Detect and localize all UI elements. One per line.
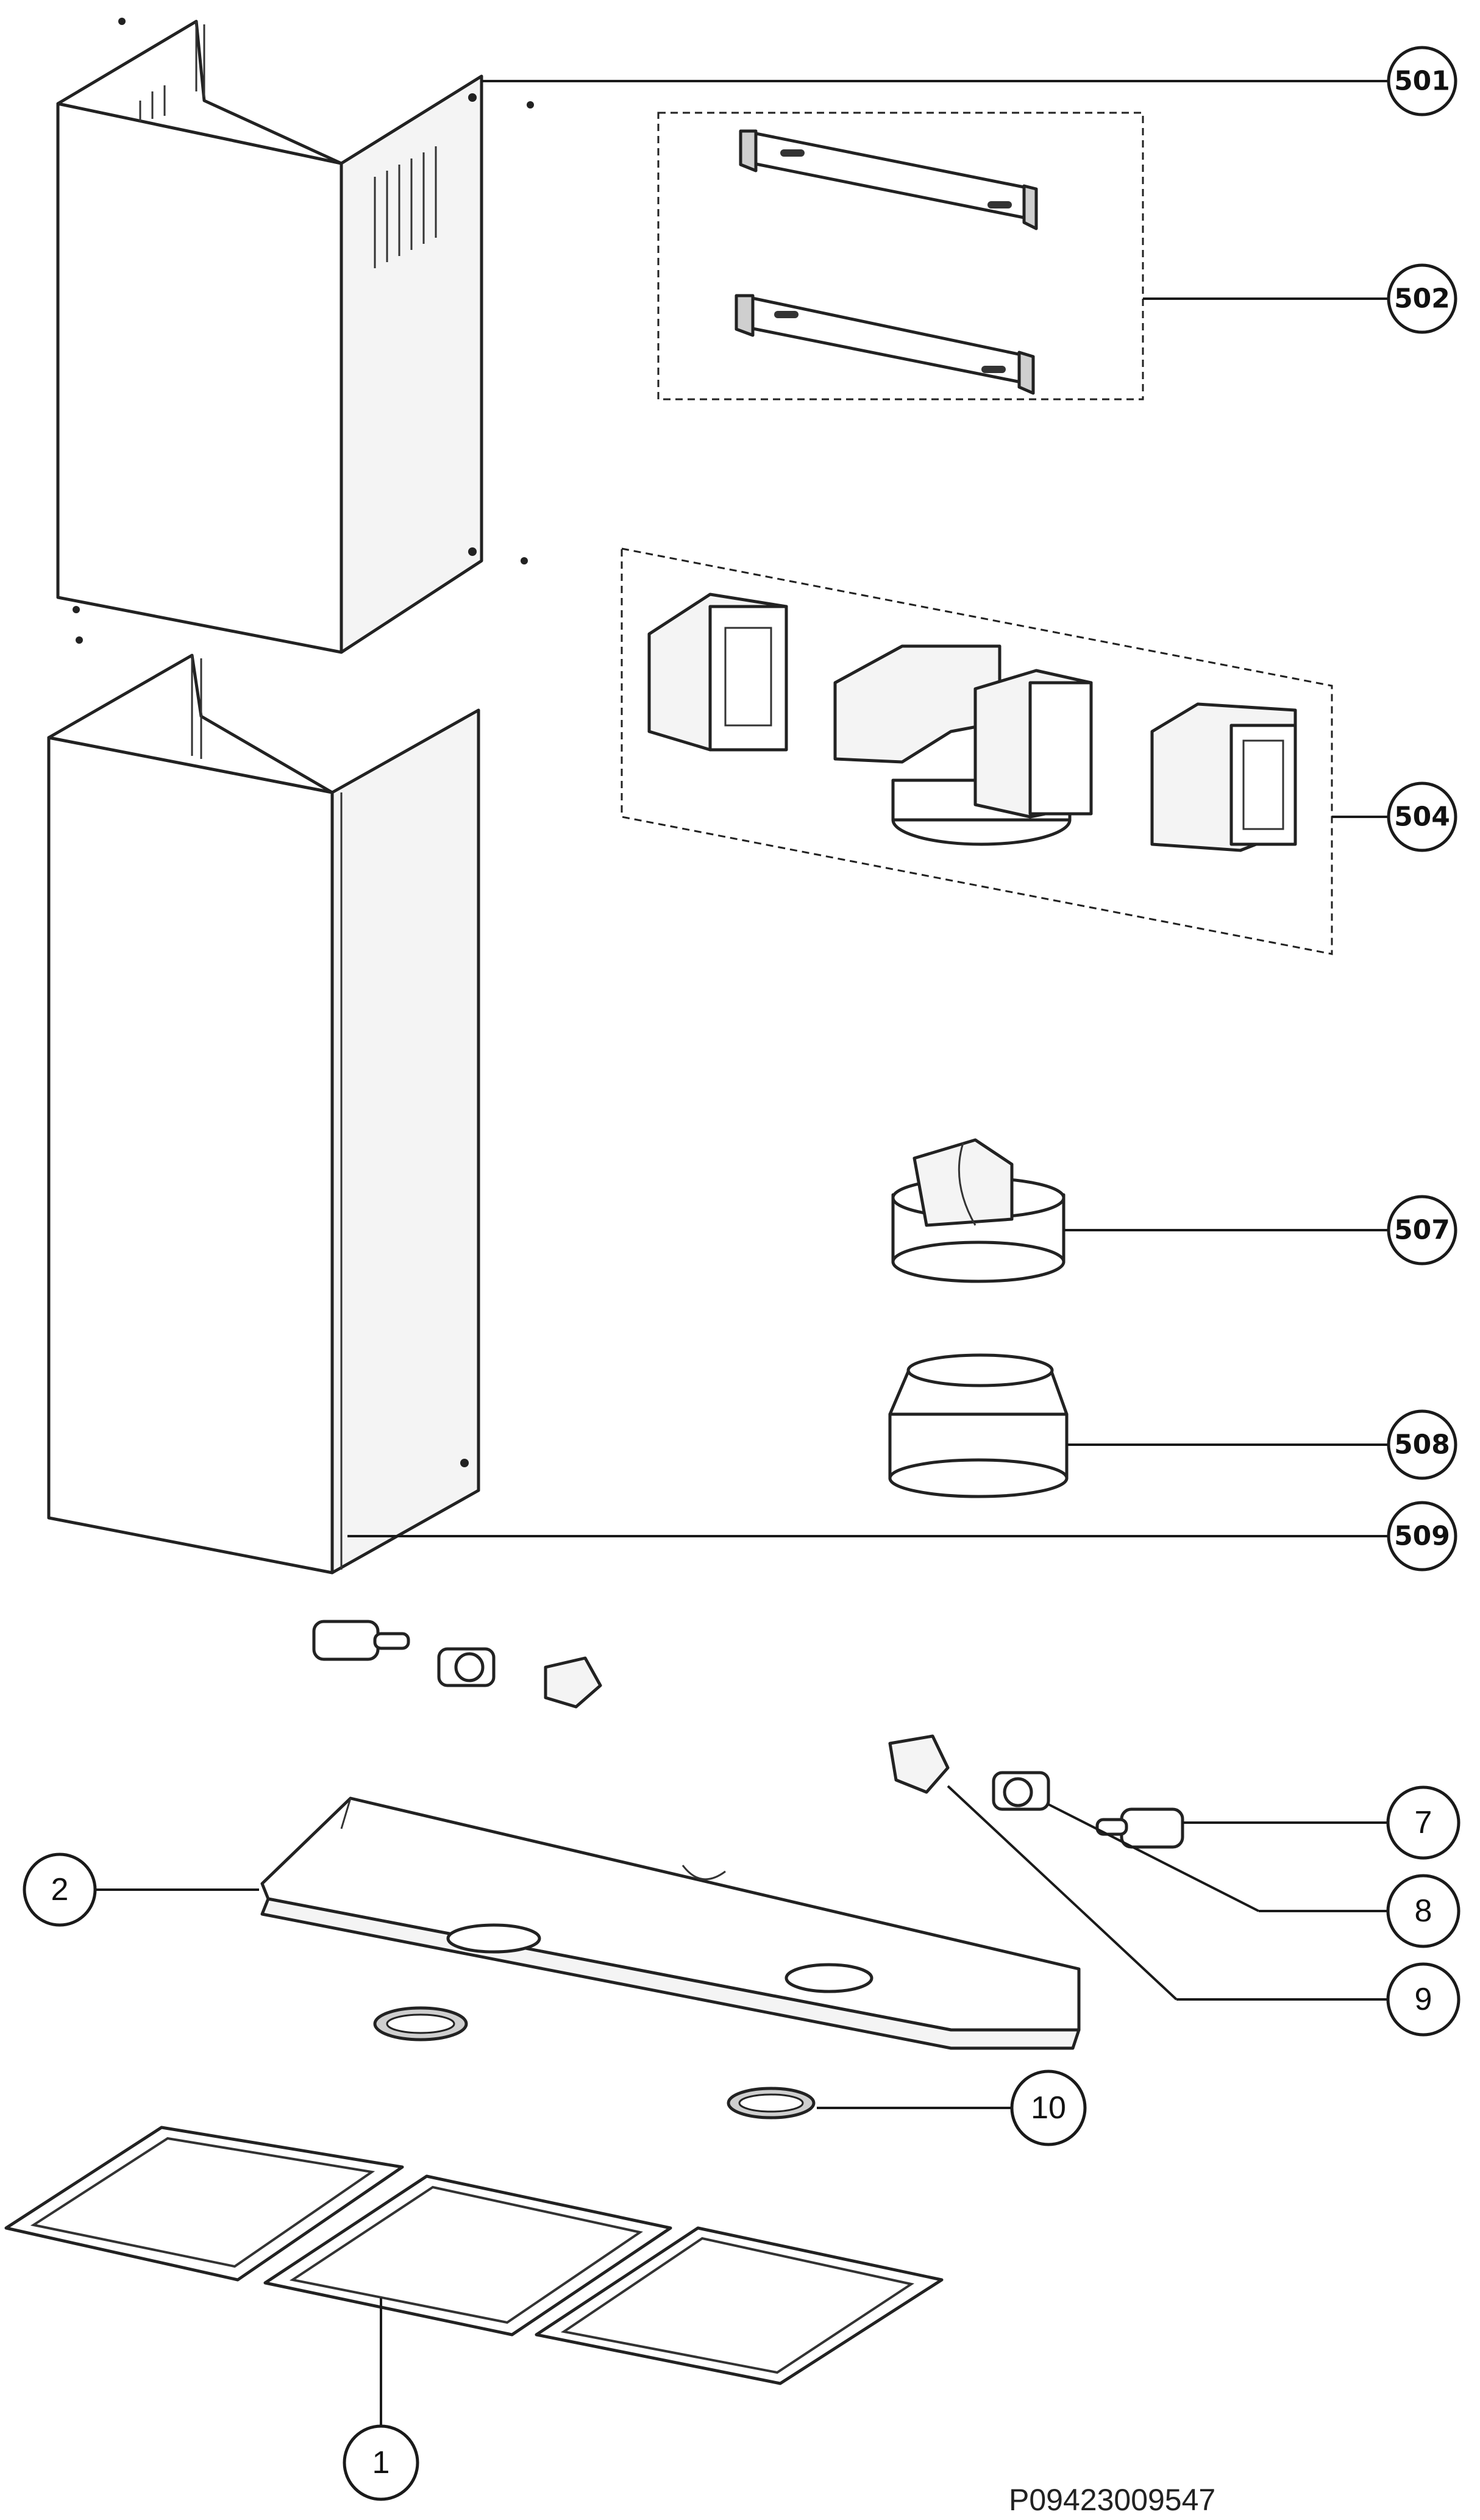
callout-9-label: 9 [1415,1982,1432,2017]
grommets [373,2006,816,2120]
callout-2: 2 [23,1853,97,1927]
callout-7: 7 [1386,1785,1460,1860]
drawing-code: P09423009547 [1009,2483,1215,2517]
callout-504-label: 504 [1394,802,1450,833]
callout-504: 504 [1387,781,1457,852]
upper-chimney-cover [56,18,534,654]
callout-1-label: 1 [372,2445,390,2480]
callout-10: 10 [1010,2070,1087,2146]
callout-501: 501 [1387,46,1457,116]
callout-501-label: 501 [1394,66,1450,97]
duct-reducer [888,1353,1069,1498]
callout-502-label: 502 [1394,283,1450,315]
duct-adapters [647,593,1297,852]
leader-lines [94,80,1389,2426]
callout-508: 508 [1387,1409,1457,1480]
fixing-hardware-right [888,1734,1184,1849]
callout-8: 8 [1386,1874,1460,1948]
callout-509: 509 [1387,1501,1457,1571]
callout-508-label: 508 [1394,1429,1450,1461]
lower-chimney-cover [47,653,480,1575]
mounting-brackets [735,129,1038,395]
fixing-hardware-left [312,1620,602,1709]
callout-1: 1 [343,2424,419,2501]
callout-2-label: 2 [51,1872,69,1907]
vent-slots-upper [139,85,437,268]
duct-adapters-group-box [621,547,1333,955]
callout-502: 502 [1387,263,1457,334]
grease-filters [4,2126,944,2385]
mounting-plate [260,1796,1081,2050]
callout-507: 507 [1387,1195,1457,1265]
callout-7-label: 7 [1415,1805,1432,1840]
brackets-group-box [657,112,1144,400]
callout-9: 9 [1386,1962,1460,2037]
callout-509-label: 509 [1394,1521,1450,1552]
callout-507-label: 507 [1394,1215,1450,1246]
non-return-valve [891,1138,1066,1283]
callout-8-label: 8 [1415,1893,1432,1929]
callout-10-label: 10 [1031,2090,1066,2126]
